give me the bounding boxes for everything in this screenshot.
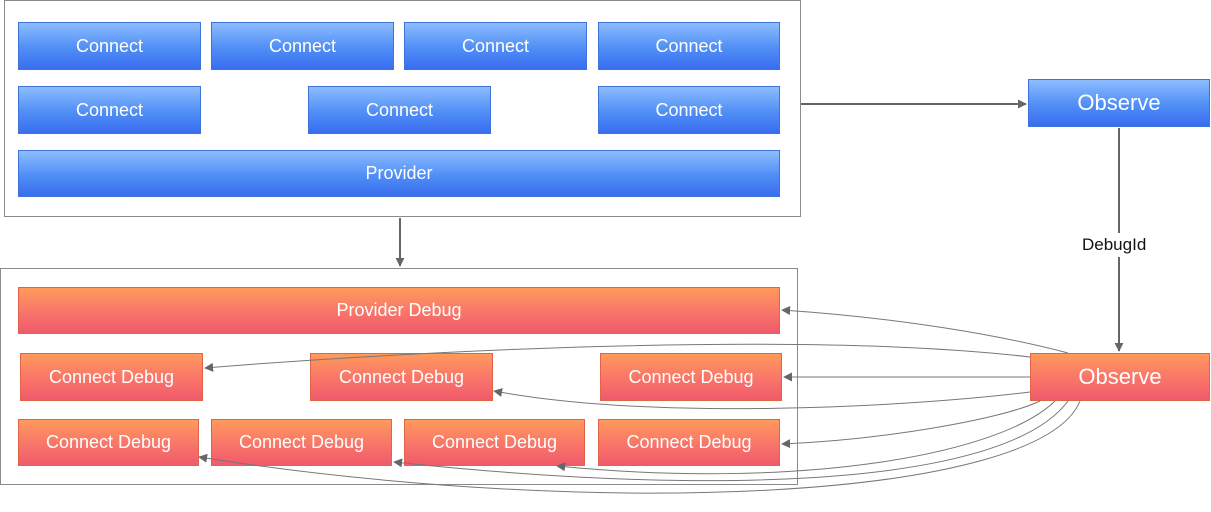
edge-observe-to-connect-debug-7 [781, 400, 1041, 449]
connect-node[interactable]: Connect [404, 22, 587, 70]
connect-node[interactable]: Connect [308, 86, 491, 134]
connect-node[interactable]: Connect [18, 86, 201, 134]
provider-node[interactable]: Provider [18, 150, 780, 197]
connect-debug-node[interactable]: Connect Debug [600, 353, 782, 401]
connect-node[interactable]: Connect [211, 22, 394, 70]
edge-label-debugid: DebugId [1080, 233, 1149, 257]
connect-node[interactable]: Connect [598, 22, 780, 70]
connect-debug-node[interactable]: Connect Debug [598, 419, 780, 466]
provider-debug-node[interactable]: Provider Debug [18, 287, 780, 334]
connect-node[interactable]: Connect [598, 86, 780, 134]
connect-debug-node[interactable]: Connect Debug [211, 419, 392, 466]
connect-debug-node[interactable]: Connect Debug [18, 419, 199, 466]
connect-debug-node[interactable]: Connect Debug [20, 353, 203, 401]
connect-debug-node[interactable]: Connect Debug [404, 419, 585, 466]
connect-node[interactable]: Connect [18, 22, 201, 70]
observe-node-bottom[interactable]: Observe [1030, 353, 1210, 401]
edge-observe-to-provider-debug [781, 306, 1069, 354]
connect-debug-node[interactable]: Connect Debug [310, 353, 493, 401]
observe-node-top[interactable]: Observe [1028, 79, 1210, 127]
